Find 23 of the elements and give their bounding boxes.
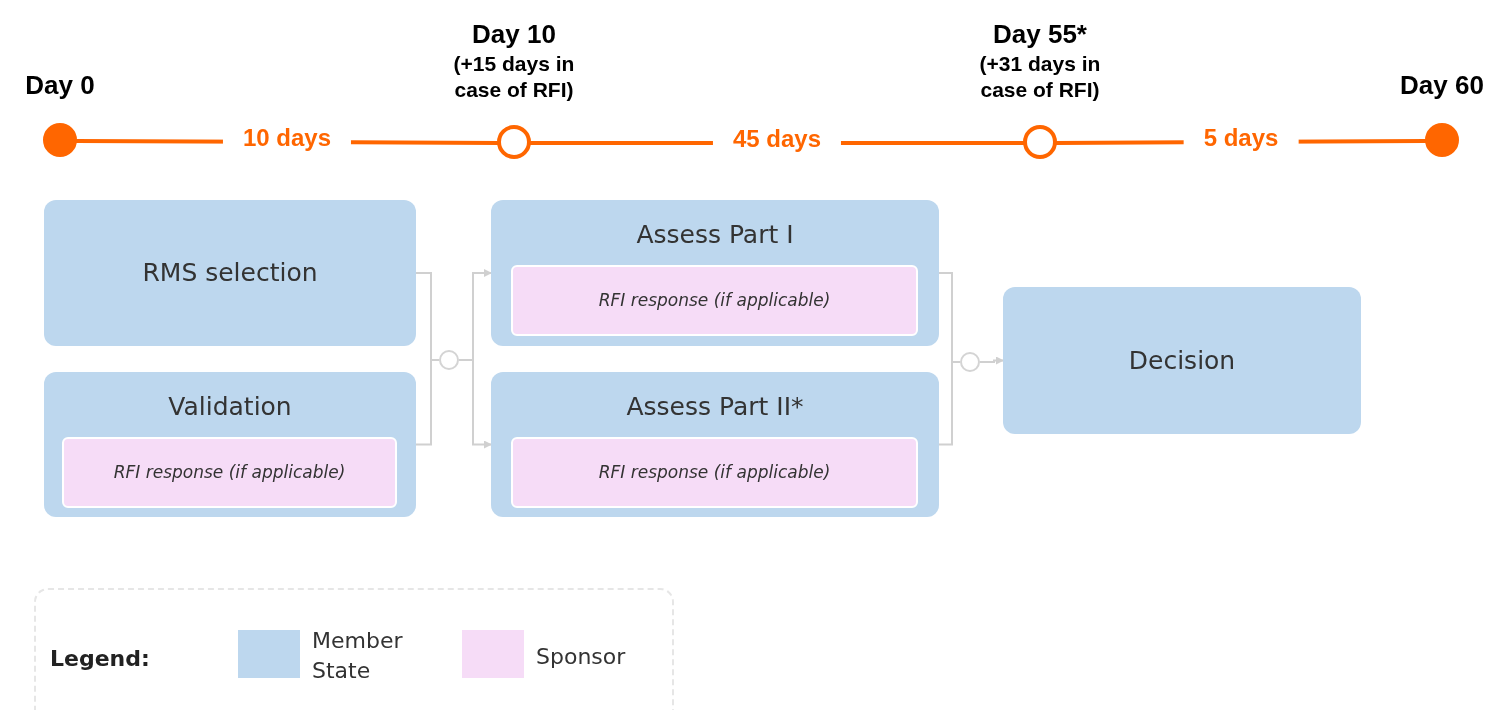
connector-arrow bbox=[979, 356, 1004, 365]
sponsor-box: RFI response (if applicable) bbox=[511, 437, 918, 508]
legend-label: Sponsor bbox=[536, 643, 627, 671]
process-box bbox=[1003, 287, 1361, 434]
sponsor-box: RFI response (if applicable) bbox=[511, 265, 918, 336]
milestone-label: Day 60 bbox=[1400, 68, 1484, 101]
box-title: Decision bbox=[1127, 344, 1237, 377]
process-box bbox=[491, 200, 939, 346]
milestone-label: Day 55* bbox=[993, 18, 1087, 51]
process-box bbox=[44, 200, 416, 346]
process-box bbox=[491, 372, 939, 517]
process-box bbox=[44, 372, 416, 517]
milestone-label: (+15 days in case of RFI) bbox=[452, 50, 576, 103]
milestone-label: (+31 days in case of RFI) bbox=[978, 50, 1102, 103]
milestone-label: Day 10 bbox=[472, 18, 556, 51]
box-title: Assess Part II* bbox=[625, 391, 805, 423]
box-title: Validation bbox=[167, 391, 293, 423]
legend-label: Member State bbox=[312, 627, 404, 685]
legend-title: Legend: bbox=[50, 645, 150, 673]
box-title: Assess Part I bbox=[635, 219, 795, 251]
box-title: RMS selection bbox=[141, 257, 319, 290]
milestone-label: Day 0 bbox=[25, 68, 95, 101]
sponsor-box: RFI response (if applicable) bbox=[62, 437, 397, 508]
